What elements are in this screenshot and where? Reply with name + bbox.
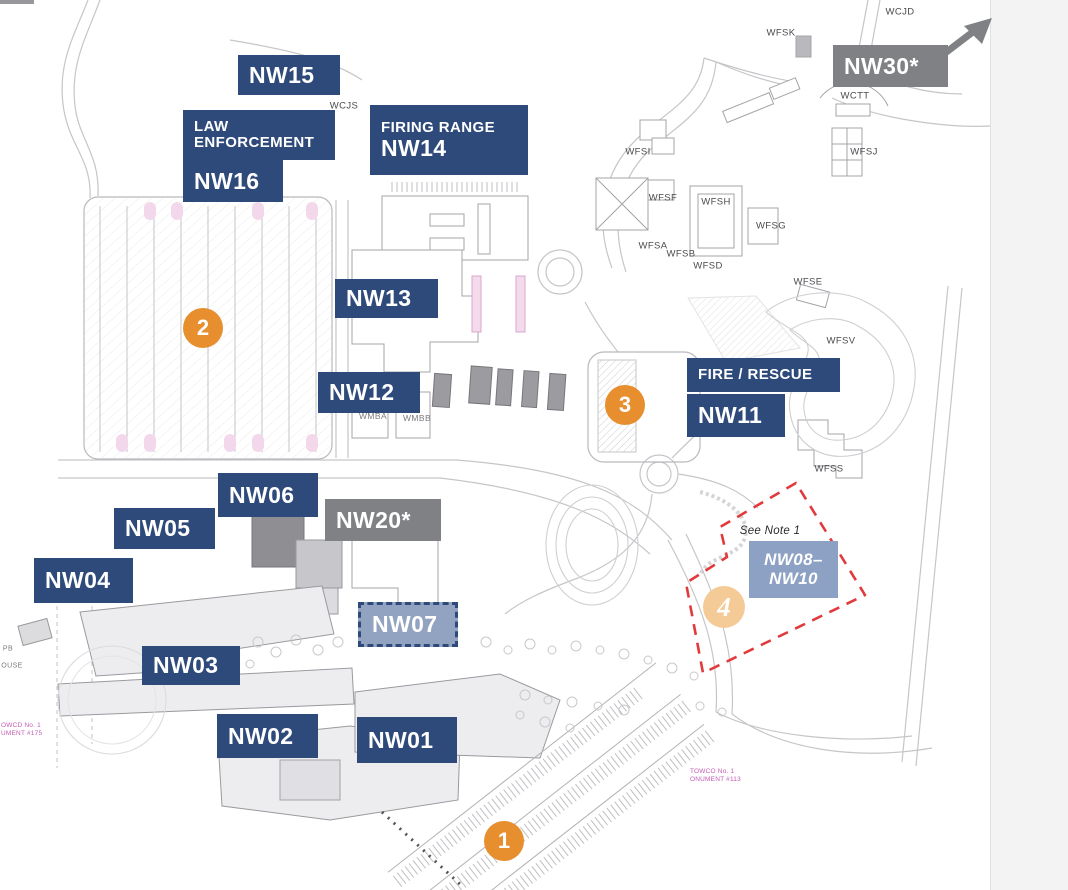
numbered-marker-2: 2 <box>183 308 223 348</box>
badge-label: NW08– <box>764 550 823 570</box>
badge-label: NW04 <box>45 567 111 594</box>
badge-label: NW12 <box>329 379 395 406</box>
monument-note-line: TOWCO No. 1 <box>690 768 735 775</box>
map-label-wfsv: WFSV <box>826 335 856 347</box>
badge-nw16: NW16 <box>183 160 283 202</box>
badge-label: NW13 <box>346 285 412 312</box>
map-label-wfse: WFSE <box>793 276 823 288</box>
badge-label: NW01 <box>368 726 434 753</box>
map-label-wcjs: WCJS <box>329 100 359 112</box>
badge-label: NW06 <box>229 481 295 508</box>
badge-label: FIRING RANGE <box>381 118 495 136</box>
southeast-parking <box>380 662 717 890</box>
map-label-wfsb: WFSB <box>666 248 696 260</box>
badge-nw03: NW03 <box>142 646 240 685</box>
map-label-wfsa: WFSA <box>638 240 668 252</box>
storage-buildings <box>431 365 567 412</box>
parking-islands <box>116 202 318 452</box>
monument-note-line: OWCD No. 1 <box>1 722 41 729</box>
badge-label: LAW <box>194 118 229 136</box>
badge-nw04: NW04 <box>34 558 133 603</box>
map-label-wcjd: WCJD <box>885 6 915 18</box>
badge-label: NW03 <box>153 652 219 679</box>
badge-fire-rescue: FIRE / RESCUE <box>687 358 840 392</box>
badge-nw01: NW01 <box>357 717 457 763</box>
badge-nw02: NW02 <box>217 714 318 758</box>
badge-label: NW16 <box>194 167 260 194</box>
future-site-boundary <box>684 481 867 675</box>
badge-nw11: NW11 <box>687 394 785 437</box>
badge-nw12: NW12 <box>318 372 420 413</box>
badge-nw06: NW06 <box>218 473 318 517</box>
map-label-wfsf: WFSF <box>648 192 678 204</box>
map-label-pb: PB <box>2 645 14 653</box>
badge-nw20: NW20* <box>325 499 441 541</box>
badge-label: NW30* <box>844 52 919 79</box>
badge-nw05: NW05 <box>114 508 215 549</box>
map-label-wctt: WCTT <box>840 90 870 102</box>
badge-label: NW14 <box>381 134 447 161</box>
trees <box>245 634 727 733</box>
badge-label: NW11 <box>698 402 763 429</box>
see-note-annotation: See Note 1 <box>739 525 801 537</box>
map-label-wfsh: WFSH <box>701 196 731 208</box>
map-label-wmba: WMBA <box>358 411 388 421</box>
numbered-marker-4: 4 <box>703 586 745 628</box>
badge-label: NW15 <box>249 61 315 88</box>
monument-note-line: UMENT #175 <box>1 730 43 738</box>
monument-note-line: ONUMENT #113 <box>690 776 741 784</box>
top-edge-fragment <box>0 0 34 4</box>
numbered-marker-1: 1 <box>484 821 524 861</box>
badge-nw15: NW15 <box>238 55 340 95</box>
sheet-gutter <box>991 0 1068 890</box>
badge-label: NW10 <box>769 568 818 588</box>
map-label-wmbb: WMBB <box>402 413 432 423</box>
badge-label: FIRE / RESCUE <box>698 366 813 384</box>
badge-label: NW05 <box>125 515 191 542</box>
map-label-wfsj: WFSJ <box>850 146 878 158</box>
badge-nw08-nw10: NW08–NW10 <box>749 541 838 598</box>
map-label-wfsi: WFSI <box>625 146 651 158</box>
badge-label: ENFORCEMENT <box>194 134 315 151</box>
badge-nw30: NW30* <box>833 45 948 87</box>
map-label-wfss: WFSS <box>814 463 844 475</box>
numbered-marker-3: 3 <box>605 385 645 425</box>
badge-label: NW02 <box>228 722 294 749</box>
badge-nw13: NW13 <box>335 279 438 318</box>
map-label-ouse: OUSE <box>1 662 23 670</box>
map-label-wfsg: WFSG <box>755 220 787 232</box>
map-label-wfsk: WFSK <box>766 27 796 39</box>
map-label-wfsd: WFSD <box>693 260 723 272</box>
badge-label: NW20* <box>336 506 411 533</box>
badge-label: NW07 <box>372 611 438 638</box>
badge-nw07: NW07 <box>358 602 458 647</box>
